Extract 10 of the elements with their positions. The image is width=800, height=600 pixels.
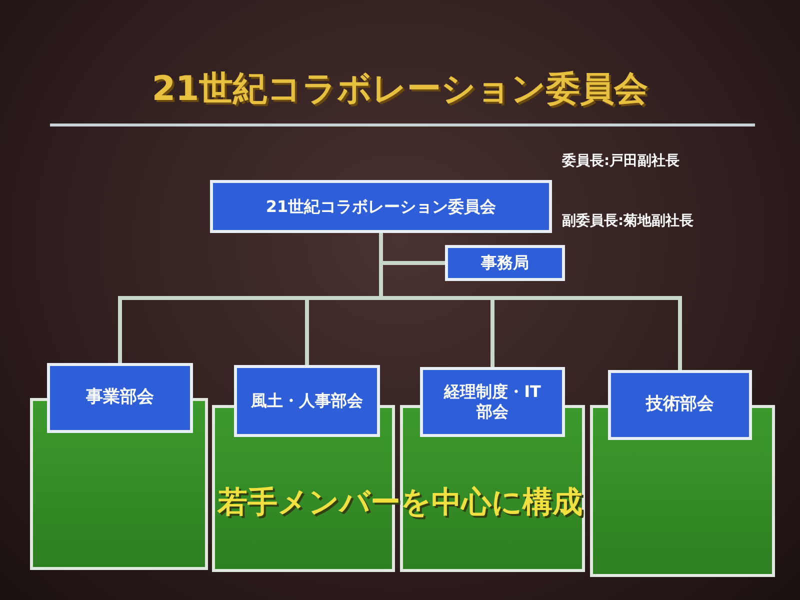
department-box: 経理制度・IT部会 (420, 367, 565, 437)
department-box: 事業部会 (47, 363, 193, 433)
department-box: 技術部会 (608, 370, 752, 440)
officer-note: 委員長:戸田副社長 (562, 152, 680, 170)
committee-box: 21世紀コラボレーション委員会 (210, 180, 552, 233)
title: 21世紀コラボレーション委員会 (150, 68, 650, 111)
connector-line (379, 233, 682, 370)
department-box: 風土・人事部会 (234, 365, 380, 437)
office-box: 事務局 (445, 245, 565, 281)
officer-note: 副委員長:菊地副社長 (562, 212, 694, 230)
